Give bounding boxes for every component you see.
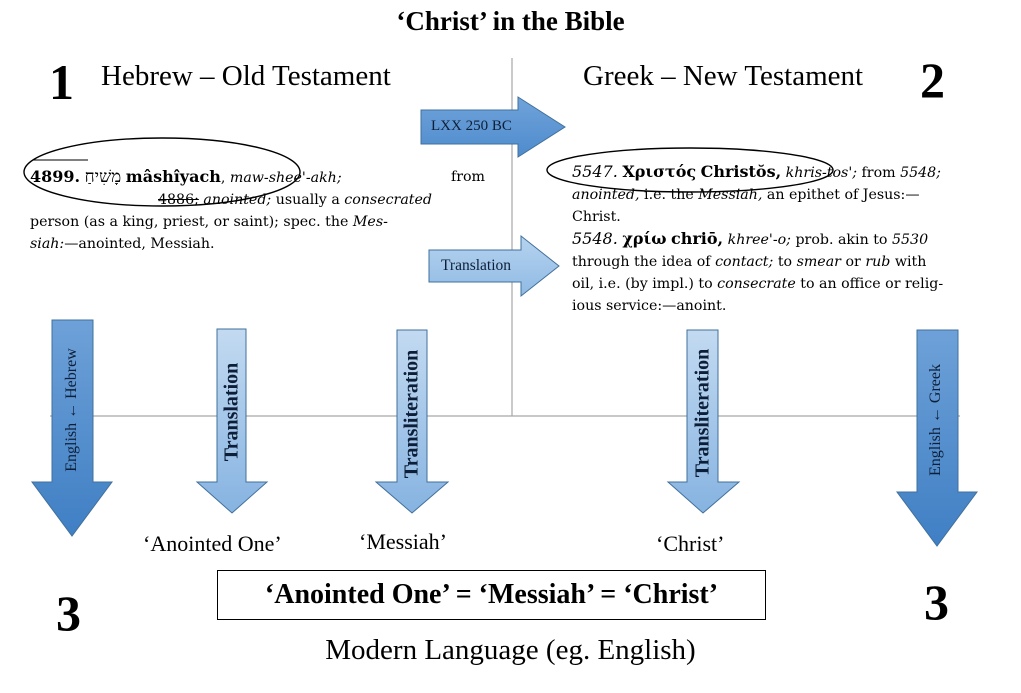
- caption-anointed-one: ‘Anointed One’: [143, 531, 282, 556]
- translation-label: Translation: [220, 362, 243, 462]
- transliteration-left-label: Transliteration: [400, 349, 423, 479]
- greek-service: ious service:—anoint.: [572, 298, 727, 314]
- hebrew-entry-line-2: 4886; anointed; usually a consecrated: [30, 189, 485, 211]
- greek-contact: contact;: [715, 254, 774, 270]
- greek-through: through the idea of: [572, 254, 711, 270]
- right-column-number: 2: [920, 52, 945, 108]
- greek-epithet: an epithet of Jesus:—: [766, 187, 920, 203]
- bottom-right-number: 3: [924, 574, 949, 630]
- left-column-heading: Hebrew – Old Testament: [101, 60, 391, 92]
- greek-entry-5547-line-3: Christ.: [572, 206, 996, 228]
- english-hebrew-arrow: [31, 319, 113, 537]
- greek-pronunciation-christos: khris-tos';: [785, 165, 858, 181]
- greek-messiah: Messiah,: [698, 187, 763, 203]
- hebrew-mes: Mes-: [352, 214, 388, 230]
- page-title: ‘Christ’ in the Bible: [396, 6, 625, 36]
- hebrew-entry-line-1: 4899. מָשִׁיחַ mâshîyach, maw-shee'-akh;…: [30, 167, 485, 187]
- greek-word-chrio: χρίω: [622, 229, 667, 248]
- hebrew-entry-number: 4899.: [30, 167, 81, 186]
- right-column-heading: Greek – New Testament: [583, 60, 864, 92]
- english-greek-arrow: [896, 329, 978, 547]
- greek-ref-5548: 5548;: [900, 165, 941, 181]
- greek-entry-5547-number: 5547.: [572, 162, 618, 181]
- hebrew-word-ellipse: [23, 137, 301, 207]
- greek-consecrate: consecrate: [717, 276, 796, 292]
- left-column-number: 1: [49, 54, 74, 110]
- hebrew-pronunciation: maw-shee'-akh;: [229, 170, 342, 186]
- greek-transliteration-christos: Christŏs,: [700, 162, 782, 181]
- hebrew-word: מָשִׁיחַ: [84, 167, 122, 187]
- lxx-arrow: [420, 96, 566, 158]
- greek-word-christos: Χριστός: [622, 162, 697, 181]
- translation-right-arrow: [428, 234, 560, 298]
- greek-entry-5548-number: 5548.: [572, 229, 618, 248]
- lxx-arrow-label: LXX 250 BC: [431, 118, 512, 134]
- greek-or: or: [845, 254, 861, 270]
- greek-pronunciation-chrio: khree'-o;: [727, 232, 791, 248]
- hebrew-tail: —anointed, Messiah.: [64, 236, 215, 252]
- transliteration-right-label: Transliteration: [691, 348, 714, 478]
- greek-anointed: anointed,: [572, 187, 640, 203]
- greek-entry-5548-line-4: ious service:—anoint.: [572, 295, 996, 317]
- greek-office: to an office or relig-: [800, 276, 944, 292]
- greek-rub: rub: [865, 254, 891, 270]
- greek-ie: i.e. the: [644, 187, 694, 203]
- hebrew-siah: siah:: [30, 236, 65, 252]
- english-greek-label: English ← Greek: [927, 364, 944, 476]
- translation-arrow-label: Translation: [441, 257, 512, 274]
- greek-lexicon-entries: 5547. Χριστός Christŏs, khris-tos'; from…: [572, 161, 996, 317]
- greek-from: from: [861, 165, 896, 181]
- hebrew-entry-line-3: person (as a king, priest, or saint); sp…: [30, 211, 485, 233]
- caption-messiah: ‘Messiah’: [359, 529, 447, 554]
- bottom-left-number: 3: [56, 585, 81, 641]
- greek-oil: oil, i.e. (by impl.) to: [572, 276, 713, 292]
- hebrew-usually: usually a: [275, 192, 340, 208]
- greek-transliteration-chrio: chriō,: [670, 229, 724, 248]
- greek-entry-5547-line-2: anointed, i.e. the Messiah, an epithet o…: [572, 184, 996, 206]
- greek-ref-5530: 5530: [891, 232, 929, 248]
- hebrew-meaning: anointed;: [203, 192, 272, 208]
- translation-down-arrow: [195, 328, 269, 514]
- transliteration-left-arrow: [374, 329, 450, 514]
- equation-box: ‘Anointed One’ = ‘Messiah’ = ‘Christ’: [217, 570, 766, 620]
- hebrew-line3: person (as a king, priest, or saint); sp…: [30, 214, 349, 230]
- footer-caption: Modern Language (eg. English): [325, 634, 696, 666]
- greek-smear: smear: [796, 254, 841, 270]
- greek-christ: Christ.: [572, 209, 621, 225]
- greek-entry-5548-line-2: through the idea of contact; to smear or…: [572, 251, 996, 273]
- hebrew-ref: 4886;: [158, 192, 199, 208]
- greek-entry-5547-line-1: 5547. Χριστός Christŏs, khris-tos'; from…: [572, 161, 996, 184]
- greek-entry-5548-line-1: 5548. χρίω chriō, khree'-o; prob. akin t…: [572, 228, 996, 251]
- transliteration-right-arrow: [666, 329, 741, 514]
- greek-with: with: [894, 254, 927, 270]
- greek-to: to: [777, 254, 793, 270]
- hebrew-entry-line-4: siah:—anointed, Messiah.: [30, 233, 485, 255]
- hebrew-consecrated: consecrated: [344, 192, 432, 208]
- greek-prob: prob. akin to: [795, 232, 888, 248]
- greek-word-ellipse: [546, 147, 834, 193]
- hebrew-from: from: [450, 169, 485, 185]
- caption-christ: ‘Christ’: [656, 531, 725, 556]
- greek-entry-5548-line-3: oil, i.e. (by impl.) to consecrate to an…: [572, 273, 996, 295]
- hebrew-lexicon-entry: 4899. מָשִׁיחַ mâshîyach, maw-shee'-akh;…: [30, 166, 485, 255]
- english-hebrew-label: English ← Hebrew: [63, 348, 80, 472]
- hebrew-transliteration: mâshîyach: [125, 167, 221, 186]
